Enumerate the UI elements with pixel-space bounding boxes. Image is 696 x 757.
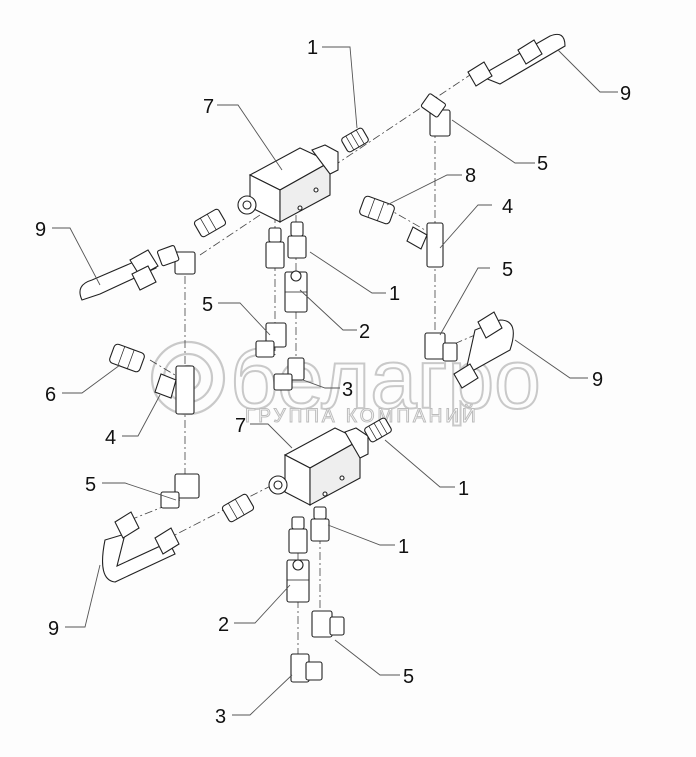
adapter-1-lower-right bbox=[364, 417, 392, 443]
callout-1: 1 bbox=[458, 478, 469, 500]
adapter-1-right-upper bbox=[287, 221, 307, 259]
adapter-upper-left bbox=[193, 208, 227, 238]
callout-8: 8 bbox=[465, 165, 476, 187]
adapter-8 bbox=[359, 195, 395, 225]
watermark-subtitle: ГРУППА КОМПАНИЙ bbox=[245, 405, 479, 427]
callout-9: 9 bbox=[48, 618, 59, 640]
elbow-3-upper bbox=[273, 357, 305, 391]
callout-3: 3 bbox=[215, 706, 226, 728]
tee-4-lower bbox=[154, 365, 195, 415]
leader-lines bbox=[52, 46, 618, 716]
elbow-3-lower bbox=[290, 653, 323, 683]
pipe-9-mid-right bbox=[453, 311, 514, 389]
valve-block-lower bbox=[268, 427, 369, 506]
callout-7: 7 bbox=[203, 96, 214, 118]
adapter-lower-mid bbox=[221, 493, 255, 523]
union-2-lower bbox=[286, 559, 310, 603]
callout-5: 5 bbox=[85, 474, 96, 496]
tee-4-top bbox=[406, 222, 444, 268]
callout-9: 9 bbox=[35, 219, 46, 241]
callout-5: 5 bbox=[537, 153, 548, 175]
adapter-1-left-lower bbox=[288, 516, 308, 554]
callout-9: 9 bbox=[592, 369, 603, 391]
callout-5: 5 bbox=[202, 294, 213, 316]
elbow-upper-left bbox=[156, 245, 196, 275]
callout-5: 5 bbox=[502, 259, 513, 281]
elbow-5-top bbox=[420, 93, 451, 137]
callout-4: 4 bbox=[502, 196, 513, 218]
callout-2: 2 bbox=[359, 321, 370, 343]
union-2-upper bbox=[284, 270, 308, 313]
adapter-1-right-lower bbox=[310, 506, 330, 542]
pipe-9-lower-left bbox=[102, 511, 180, 583]
elbow-5-mid bbox=[255, 322, 287, 358]
valve-block-upper bbox=[237, 144, 339, 223]
elbow-5-mid-right bbox=[424, 332, 458, 362]
adapter-1-top bbox=[341, 127, 369, 153]
callout-9: 9 bbox=[620, 83, 631, 105]
callout-2: 2 bbox=[218, 614, 229, 636]
adapter-1-left-upper bbox=[265, 227, 285, 269]
fittings bbox=[79, 33, 566, 683]
callout-4: 4 bbox=[105, 427, 116, 449]
elbow-5-lower-right bbox=[311, 610, 345, 638]
elbow-5-lower-left bbox=[160, 473, 200, 509]
callout-1: 1 bbox=[389, 283, 400, 305]
pipe-9-upper-left bbox=[79, 249, 159, 301]
pipe-9-top bbox=[467, 33, 566, 87]
callout-6: 6 bbox=[45, 384, 56, 406]
callout-3: 3 bbox=[342, 379, 353, 401]
adapter-6 bbox=[109, 343, 145, 373]
callout-1: 1 bbox=[398, 536, 409, 558]
callout-labels: 1 7 9 5 8 4 9 1 2 5 5 9 6 3 4 7 1 5 1 9 … bbox=[35, 37, 631, 728]
callout-1: 1 bbox=[307, 37, 318, 59]
callout-5: 5 bbox=[403, 666, 414, 688]
callout-7: 7 bbox=[235, 415, 246, 437]
